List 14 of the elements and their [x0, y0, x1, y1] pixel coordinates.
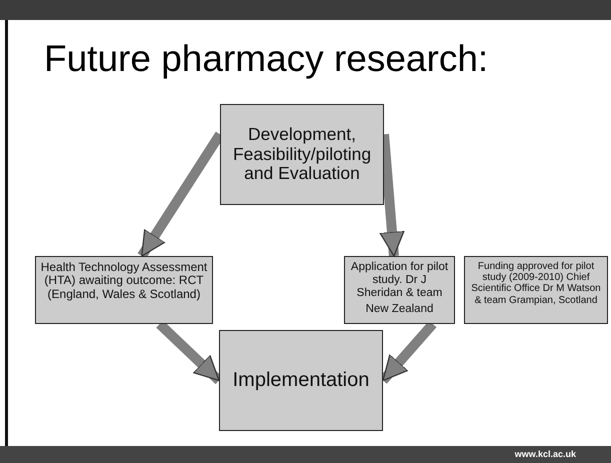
process-box	[220, 104, 384, 205]
box-text: Application for pilot study. Dr J Sheridan & team	[350, 261, 450, 300]
box-text: Funding approved for pilot study (2009-2010) Chief Scientific Office Dr M Watson & team Grampian, Scotland	[470, 261, 602, 306]
process-box	[219, 330, 383, 431]
box-text: Development, Feasibility/piloting and Evaluation	[232, 125, 372, 184]
process-box	[464, 256, 608, 324]
box-text: Health Technology Assessment (HTA) awaiting outcome: RCT (England, Wales & Scotland)	[40, 261, 208, 302]
box-text: Implementation	[232, 369, 370, 392]
process-box	[344, 256, 455, 324]
footer-url: www.kcl.ac.uk	[514, 449, 576, 459]
slide-title: Future pharmacy research:	[44, 38, 488, 80]
box-text: New Zealand	[366, 302, 434, 316]
process-box	[35, 256, 213, 324]
block-arrow	[379, 134, 405, 257]
